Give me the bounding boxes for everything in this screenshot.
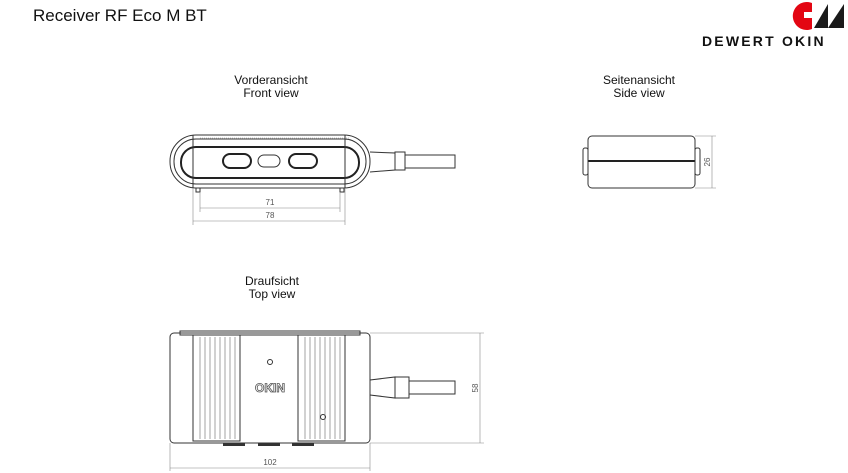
front-view-label-de: Vorderansicht [234, 73, 308, 87]
document-title: Receiver RF Eco M BT [33, 6, 207, 25]
dim-78: 78 [266, 211, 275, 220]
top-view-label: Draufsicht Top view [192, 275, 352, 301]
dim-26: 26 [703, 157, 712, 166]
dewert-okin-logo-icon [792, 2, 844, 30]
side-view-label: Seitenansicht Side view [559, 74, 719, 100]
dim-71: 71 [266, 198, 275, 207]
brand-name: DEWERT OKIN [702, 33, 826, 49]
top-view-label-en: Top view [248, 287, 296, 301]
dim-58: 58 [471, 383, 480, 392]
top-view-drawing: OKIN 58 102 [169, 330, 484, 471]
side-view-label-en: Side view [613, 86, 665, 100]
side-view-drawing: 26 [582, 135, 716, 189]
front-view-label-en: Front view [243, 86, 299, 100]
front-view-label: Vorderansicht Front view [191, 74, 351, 100]
top-view-label-de: Draufsicht [244, 274, 300, 288]
side-view-label-de: Seitenansicht [602, 73, 676, 87]
okin-device-logo: OKIN [255, 381, 285, 395]
front-view-drawing: 71 78 [169, 134, 456, 225]
dim-102: 102 [263, 458, 277, 467]
